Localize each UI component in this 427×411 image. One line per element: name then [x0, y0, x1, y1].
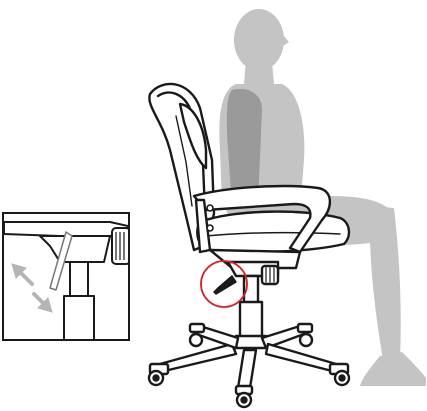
person-lower-leg [370, 206, 401, 366]
person-face [282, 34, 289, 46]
inset-cylinder-top [70, 262, 88, 298]
height-lever [214, 276, 236, 294]
chair-base-leg-right [266, 344, 336, 372]
chair-seat [197, 212, 349, 252]
inset-cylinder-sleeve [64, 296, 94, 346]
chair-base-leg-left [160, 344, 236, 372]
person-neck [244, 60, 274, 84]
person-foot [360, 352, 426, 386]
caster-left [149, 364, 168, 385]
armrest-bolt-1 [207, 205, 213, 211]
chair-base-leg-front [238, 350, 256, 388]
inset-knob [112, 228, 130, 264]
lever-detail-inset [3, 213, 130, 346]
gas-cylinder-sleeve [240, 302, 262, 338]
caster-right [330, 364, 349, 385]
caster-front [236, 386, 252, 407]
armrest-bolt-2 [207, 225, 213, 231]
